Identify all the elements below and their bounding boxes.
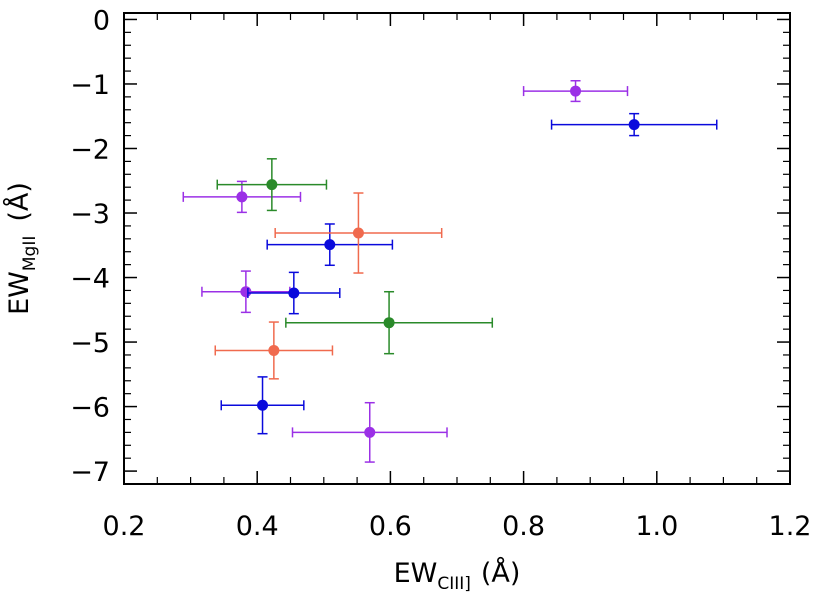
x-tick-label: 0.8 — [502, 511, 545, 542]
data-point — [182, 180, 302, 214]
y-tick-label: −2 — [70, 134, 110, 165]
x-tick-label: 0.6 — [369, 511, 412, 542]
y-axis-title: EWMgII (Å) — [3, 182, 40, 315]
x-axis-ticks: 0.2 0.4 0.6 0.8 1.0 1.2 — [103, 13, 812, 542]
data-marker — [240, 286, 252, 298]
data-marker — [364, 426, 376, 438]
data-marker — [268, 344, 280, 356]
data-marker — [257, 399, 269, 411]
data-marker — [236, 191, 248, 203]
data-point — [220, 376, 305, 435]
x-tick-label: 1.2 — [769, 511, 812, 542]
y-tick-label: −6 — [70, 393, 110, 424]
x-axis-title: EWCIII] (Å) — [394, 557, 521, 593]
x-tick-label: 1.0 — [635, 511, 678, 542]
x-axis-title-main: EW — [394, 558, 438, 589]
data-point — [274, 192, 443, 274]
y-tick-label: −3 — [70, 199, 110, 230]
y-tick-label: 0 — [93, 5, 110, 36]
y-tick-label: −7 — [70, 457, 110, 488]
data-marker — [628, 119, 640, 131]
data-point — [291, 401, 448, 463]
y-axis-title-unit: (Å) — [3, 182, 35, 222]
data-point — [550, 112, 718, 137]
data-marker — [288, 287, 300, 299]
y-axis-title-main: EW — [4, 271, 35, 315]
x-axis-title-unit: (Å) — [481, 557, 521, 589]
y-axis-ticks: 0 −1 −2 −3 −4 −5 −6 −7 — [70, 5, 790, 488]
y-tick-label: −1 — [70, 70, 110, 101]
x-tick-label: 0.4 — [236, 511, 279, 542]
y-axis-title-sub: MgII — [20, 236, 40, 272]
data-marker — [352, 227, 364, 239]
data-point — [266, 223, 394, 267]
data-point — [216, 158, 328, 212]
data-point — [285, 290, 494, 355]
data-point — [247, 271, 341, 315]
data-marker — [570, 85, 582, 97]
data-point — [214, 321, 334, 380]
data-points — [182, 79, 718, 463]
x-axis-title-sub: CIII] — [437, 574, 471, 593]
data-marker — [266, 179, 278, 191]
data-marker — [324, 239, 336, 251]
data-point — [201, 270, 291, 314]
y-tick-label: −5 — [70, 328, 110, 359]
data-marker — [383, 317, 395, 329]
x-tick-label: 0.2 — [103, 511, 146, 542]
plot-frame — [123, 12, 791, 485]
data-point — [522, 79, 629, 103]
y-tick-label: −4 — [70, 264, 110, 295]
